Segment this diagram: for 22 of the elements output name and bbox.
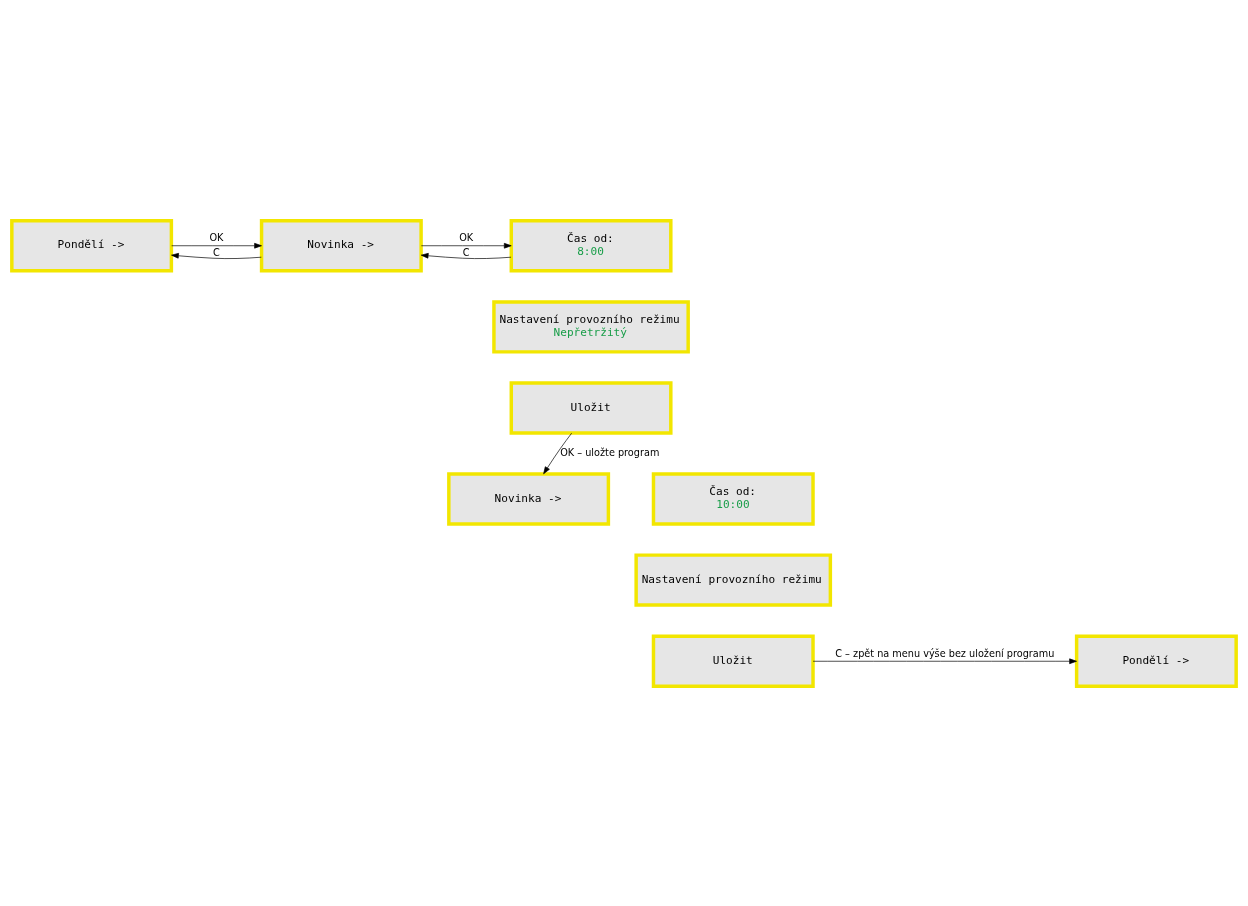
edge-label: C xyxy=(213,246,220,258)
node-box: Čas od: 10:00 xyxy=(651,471,815,526)
edge-label: C – zpět na menu výše bez uložení programu xyxy=(835,647,1055,659)
node-box: Nastavení provozního režimu Nepřetržitý xyxy=(492,299,690,354)
node-box: Uložit xyxy=(509,380,673,435)
node-box: Pondělí -> xyxy=(1074,634,1238,688)
arrow xyxy=(421,242,512,248)
arrow xyxy=(812,658,1077,664)
node-box: Uložit xyxy=(651,634,815,688)
arrow xyxy=(420,252,512,259)
arrow xyxy=(543,432,572,474)
arrow xyxy=(171,252,262,259)
edge-label: OK xyxy=(459,231,474,243)
node-box: Pondělí -> xyxy=(10,218,174,272)
arrow xyxy=(171,242,262,248)
edge-label: OK – uložte program xyxy=(560,446,660,458)
node-box: Novinka -> xyxy=(259,218,423,272)
edge-label: C xyxy=(462,246,470,258)
node-box: Čas od: 8:00 xyxy=(509,218,673,272)
node-box: Novinka -> xyxy=(447,471,611,526)
node-box: Nastavení provozního režimu xyxy=(634,552,833,607)
edge-label: OK xyxy=(209,231,224,243)
